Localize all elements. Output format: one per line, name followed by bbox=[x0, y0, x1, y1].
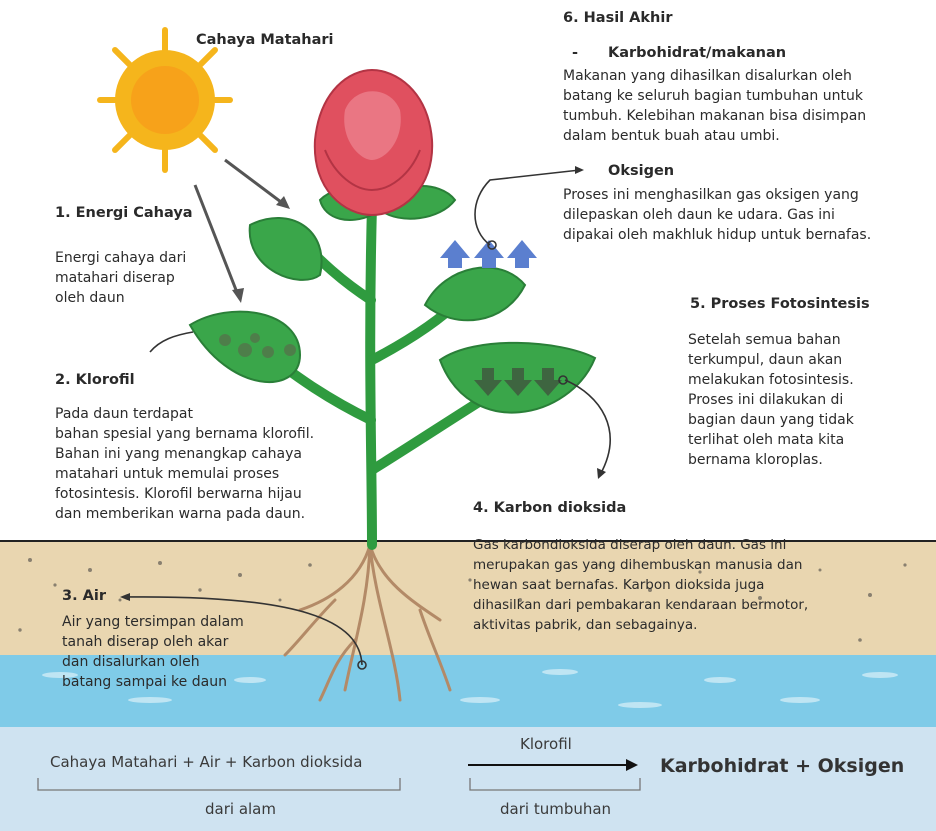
leaf-upper-right bbox=[425, 268, 525, 321]
step4-text: Gas karbondioksida diserap oleh daun. Ga… bbox=[473, 535, 808, 635]
oxygen-text: Proses ini menghasilkan gas oksigen yang… bbox=[563, 185, 871, 245]
step5-title: 5. Proses Fotosintesis bbox=[690, 296, 870, 312]
equation-catalyst: Klorofil bbox=[520, 735, 572, 753]
flower bbox=[315, 70, 432, 215]
oxygen-title: Oksigen bbox=[608, 163, 674, 179]
food-bullet: - bbox=[572, 45, 578, 61]
step2-text: Pada daun terdapat bahan spesial yang be… bbox=[55, 404, 314, 524]
plant-leaves bbox=[190, 186, 595, 413]
leaf-upper-left bbox=[250, 218, 322, 280]
step2-title: 2. Klorofil bbox=[55, 372, 135, 388]
food-text: Makanan yang dihasilkan disalurkan oleh … bbox=[563, 66, 866, 146]
step5-text: Setelah semua bahan terkumpul, daun akan… bbox=[688, 330, 854, 470]
step3-text: Air yang tersimpan dalam tanah diserap o… bbox=[62, 612, 244, 692]
equation-inputs-source: dari alam bbox=[205, 800, 276, 818]
equation-inputs: Cahaya Matahari + Air + Karbon dioksida bbox=[50, 753, 362, 771]
co2-down-arrows bbox=[474, 368, 562, 396]
equation-result: Karbohidrat + Oksigen bbox=[660, 755, 904, 777]
sun-icon bbox=[100, 30, 230, 170]
step6-title: 6. Hasil Akhir bbox=[563, 10, 673, 26]
step3-title: 3. Air bbox=[62, 588, 106, 604]
step4-title: 4. Karbon dioksida bbox=[473, 500, 626, 516]
equation-band bbox=[0, 727, 936, 831]
equation-catalyst-source: dari tumbuhan bbox=[500, 800, 611, 818]
step1-title: 1. Energi Cahaya bbox=[55, 205, 193, 221]
sun-label: Cahaya Matahari bbox=[196, 32, 334, 48]
step1-text: Energi cahaya dari matahari diserap oleh… bbox=[55, 248, 186, 308]
food-title: Karbohidrat/makanan bbox=[608, 45, 786, 61]
